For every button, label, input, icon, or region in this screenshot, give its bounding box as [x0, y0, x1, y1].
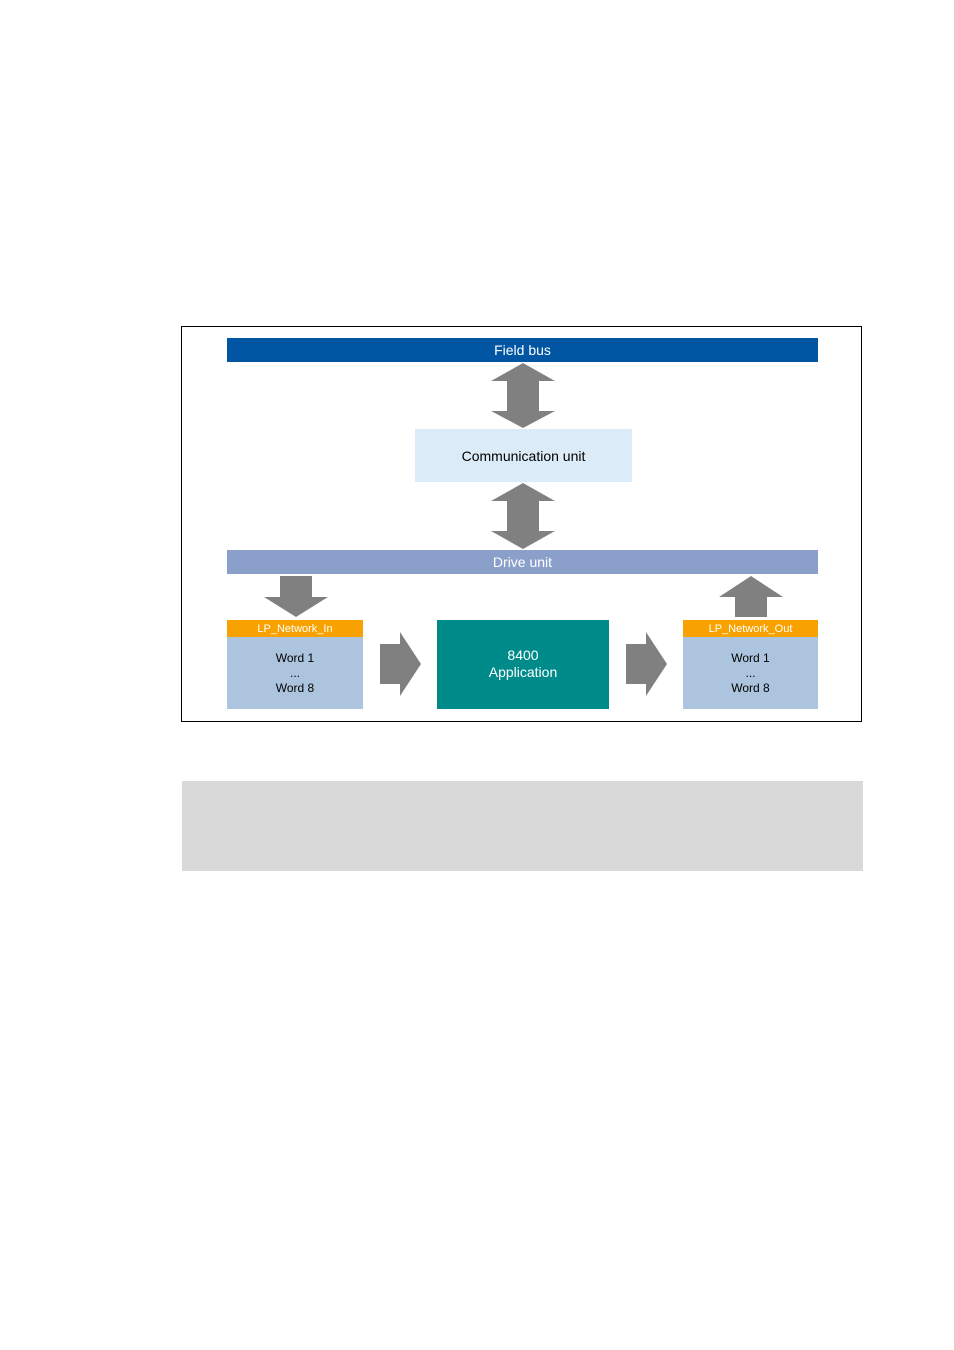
- lp-network-in-word-first: Word 1: [276, 651, 314, 666]
- lp-network-out-header: LP_Network_Out: [683, 620, 818, 637]
- application-line1: 8400: [507, 647, 538, 664]
- lp-network-in-ellipsis: ...: [290, 666, 300, 681]
- lp-network-out-word-last: Word 8: [731, 681, 769, 696]
- application-line2: Application: [489, 664, 558, 681]
- application-box: 8400 Application: [437, 620, 609, 709]
- drive-unit-bar: Drive unit: [227, 550, 818, 574]
- lp-network-in-body: Word 1 ... Word 8: [227, 637, 363, 709]
- lp-network-in-word-last: Word 8: [276, 681, 314, 696]
- lp-network-out-body: Word 1 ... Word 8: [683, 637, 818, 709]
- lp-network-in-header: LP_Network_In: [227, 620, 363, 637]
- lp-network-in-label: LP_Network_In: [257, 623, 332, 635]
- communication-unit-label: Communication unit: [462, 448, 586, 464]
- note-box: [182, 781, 863, 871]
- lp-network-out-word-first: Word 1: [731, 651, 769, 666]
- field-bus-bar: Field bus: [227, 338, 818, 362]
- lp-network-out-ellipsis: ...: [745, 666, 755, 681]
- lp-network-out-label: LP_Network_Out: [709, 623, 793, 635]
- drive-unit-label: Drive unit: [493, 554, 552, 570]
- field-bus-label: Field bus: [494, 342, 551, 358]
- communication-unit-box: Communication unit: [415, 429, 632, 482]
